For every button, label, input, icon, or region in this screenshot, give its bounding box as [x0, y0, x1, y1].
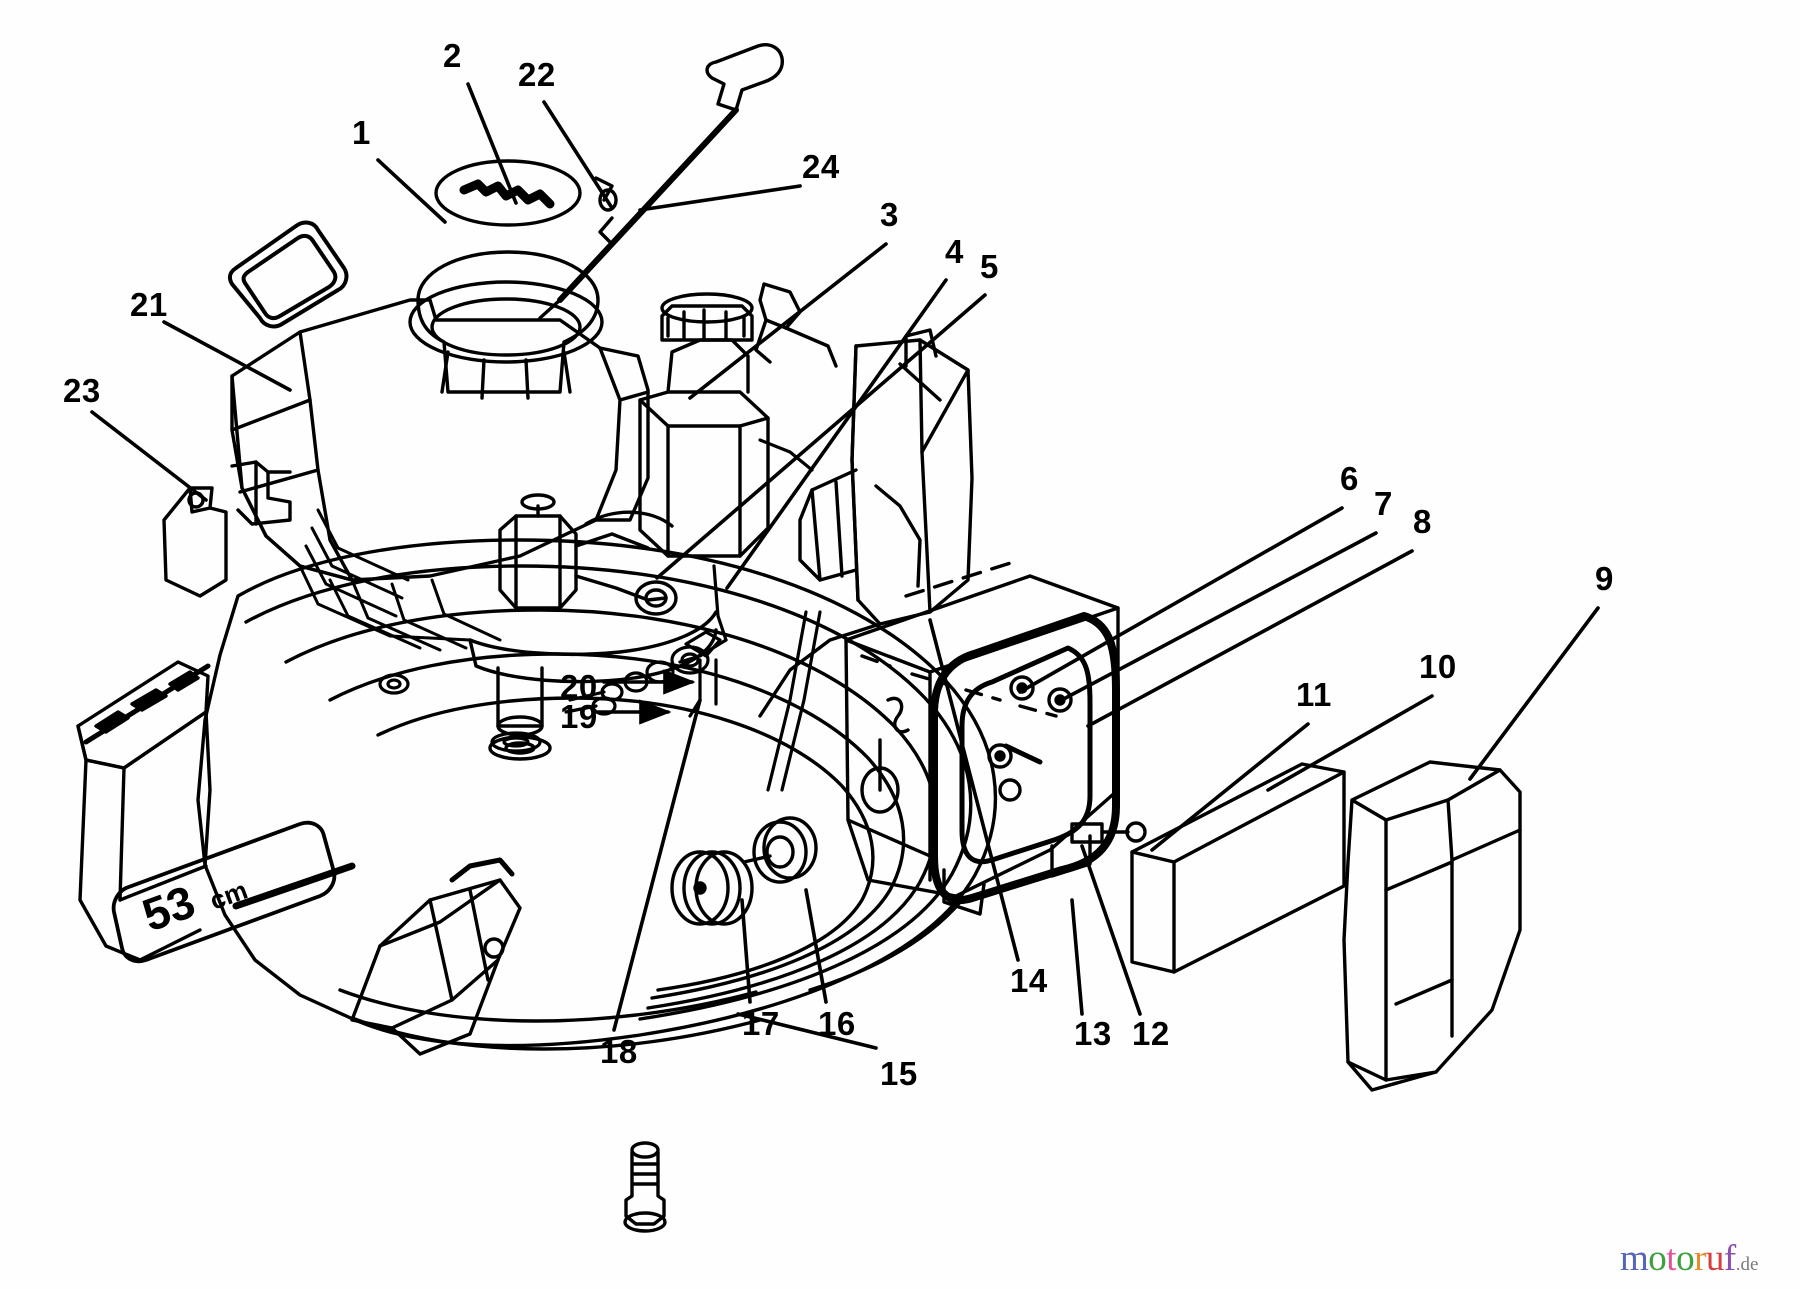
pulley-and-spacer — [670, 816, 818, 926]
leader-line-12 — [1080, 844, 1142, 1016]
callout-number-12: 12 — [1132, 1015, 1170, 1052]
deck-size-badge-plate — [111, 820, 337, 964]
callout-number-8: 8 — [1413, 503, 1432, 540]
leader-line-2 — [466, 82, 518, 205]
leader-line-1 — [376, 158, 447, 224]
leader-line-4 — [725, 278, 948, 590]
watermark-letter-0: m — [1620, 1238, 1649, 1279]
deck-badge-underline — [232, 862, 356, 910]
leader-line-16 — [804, 888, 828, 1004]
leader-line-14 — [928, 618, 1020, 962]
rear-deflector-cover — [1342, 760, 1522, 1092]
leader-line-24 — [638, 184, 802, 212]
engine-assembly — [230, 250, 718, 761]
cover-plate-part1 — [227, 220, 349, 329]
watermark-letter-6: f — [1723, 1238, 1736, 1279]
leader-line-22 — [542, 100, 614, 210]
callout-number-1: 1 — [352, 114, 371, 151]
leader-line-15 — [736, 1012, 878, 1050]
leader-line-10 — [1266, 694, 1434, 792]
callout-number-4: 4 — [945, 233, 964, 270]
leader-line-18 — [612, 698, 702, 1032]
watermark-letter-1: o — [1648, 1238, 1667, 1279]
leader-line-21 — [162, 320, 292, 392]
callout-number-11: 11 — [1296, 676, 1332, 713]
motoruf-watermark: motoruf.de — [1620, 1240, 1758, 1277]
leader-line-23 — [90, 410, 208, 502]
leader-line-7 — [1056, 531, 1378, 704]
callout-number-17: 17 — [742, 1005, 780, 1042]
callout-number-9: 9 — [1595, 560, 1614, 597]
callout-number-19: 19 — [560, 698, 598, 735]
engine-brand-decal — [434, 159, 582, 227]
callout-number-15: 15 — [880, 1055, 918, 1092]
rear-shield-housing — [758, 328, 974, 718]
deck-rear-corner — [350, 857, 522, 1056]
watermark-letter-4: r — [1694, 1238, 1706, 1279]
discharge-link-rod — [766, 610, 822, 792]
callout-number-6: 6 — [1340, 460, 1359, 497]
callout-number-16: 16 — [818, 1005, 856, 1042]
leader-line-17 — [740, 898, 752, 1004]
side-bracket-part23 — [162, 486, 228, 598]
callout-number-23: 23 — [63, 372, 101, 409]
callout-number-24: 24 — [802, 148, 840, 185]
callout-number-13: 13 — [1074, 1015, 1112, 1052]
callout-number-22: 22 — [518, 56, 556, 93]
leader-line-3 — [688, 242, 888, 400]
leader-line-9 — [1468, 606, 1600, 781]
callout-number-2: 2 — [443, 37, 462, 74]
watermark-letter-5: u — [1705, 1238, 1725, 1279]
engine-side-bracket — [230, 460, 292, 526]
leader-line-6 — [1018, 506, 1344, 694]
leader-line-8 — [1086, 549, 1414, 728]
deck-front-bumper — [76, 660, 212, 962]
leader-line-13 — [1070, 898, 1084, 1016]
callout-leader-lines — [90, 82, 1600, 1050]
callout-number-7: 7 — [1374, 485, 1393, 522]
leader-line-11 — [1150, 722, 1310, 852]
grass-bag-frame — [844, 558, 1147, 916]
dipstick-assembly — [538, 43, 784, 320]
leader-line-5 — [655, 293, 987, 580]
callout-number-21: 21 — [130, 286, 168, 323]
deck-bolt — [623, 1141, 667, 1233]
callout-number-18: 18 — [600, 1033, 638, 1070]
watermark-letter-2: t — [1666, 1238, 1677, 1279]
filter-pad — [1130, 762, 1346, 974]
callout-number-14: 14 — [1010, 962, 1048, 999]
callout-number-5: 5 — [980, 248, 999, 285]
watermark-suffix: .de — [1735, 1254, 1759, 1275]
carburetor-assembly — [498, 493, 678, 616]
exhaust-deflector — [754, 282, 838, 368]
callout-number-20: 20 — [560, 668, 598, 705]
watermark-letter-3: o — [1676, 1238, 1695, 1279]
callout-number-10: 10 — [1419, 648, 1457, 685]
callout-number-3: 3 — [880, 196, 899, 233]
